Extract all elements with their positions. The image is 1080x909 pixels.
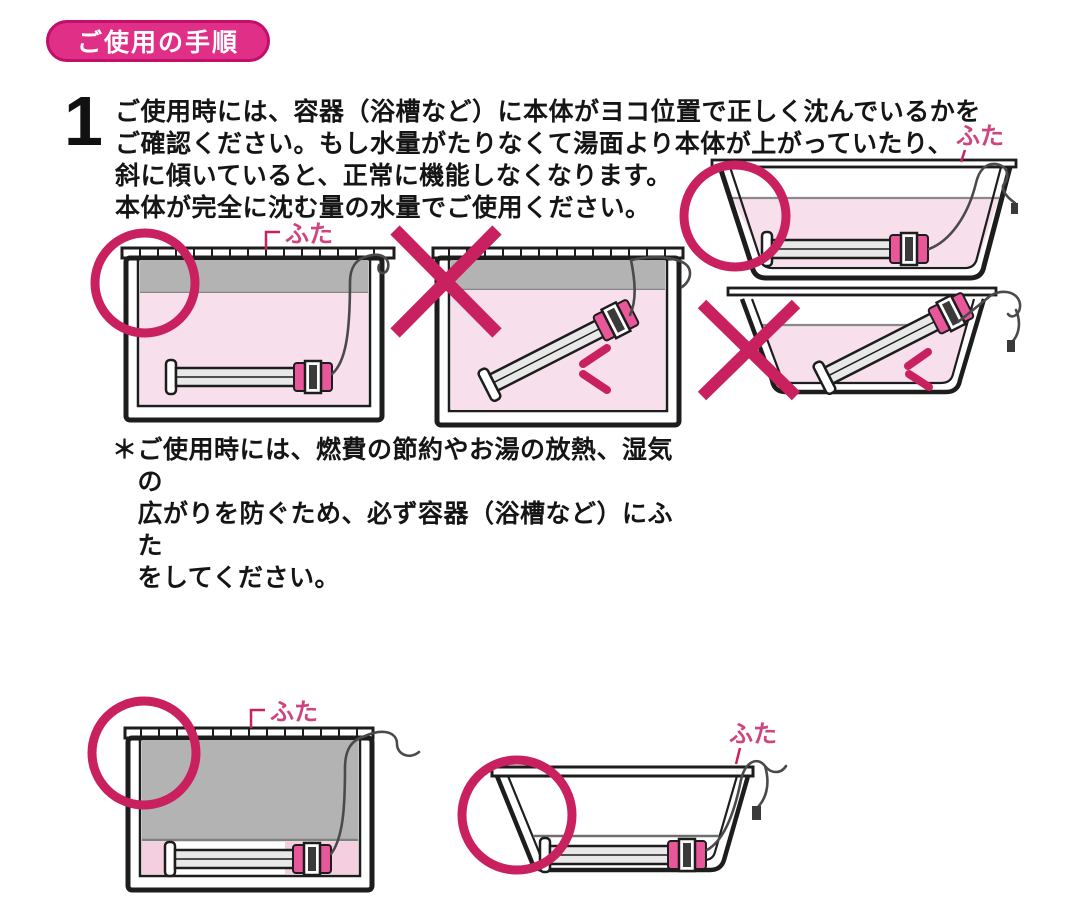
power-cord (330, 253, 390, 376)
heater-unit (163, 840, 332, 878)
instruction-line: 斜に傾いていると、正常に機能しなくなります。 (115, 162, 672, 190)
lid (710, 158, 1018, 169)
heater-unit-tilted (812, 292, 975, 396)
plug (1007, 340, 1015, 352)
lid (726, 286, 998, 297)
correct-circle-icon (679, 160, 791, 272)
vibration-marks-icon (579, 344, 611, 394)
diagram-bathtub-outline: ふた (457, 721, 788, 875)
power-cord (705, 759, 788, 852)
plug (1011, 203, 1018, 214)
heater-unit (760, 230, 929, 268)
power-cord (927, 162, 1017, 251)
diagram-wrong-bathtub (697, 286, 1022, 401)
incorrect-cross-icon (390, 225, 502, 338)
vibration-marks-icon (904, 348, 933, 391)
power-cord (329, 730, 421, 856)
heater-unit (164, 358, 333, 396)
lid-label-connector (734, 747, 742, 765)
instruction-line: ご使用時には、容器（浴槽など）に本体がヨコ位置で正しく沈んでいるかを (115, 98, 981, 126)
lid-label: ふた (270, 699, 318, 726)
power-cord (628, 255, 692, 317)
correct-circle-icon (90, 228, 200, 338)
instruction-line: ご確認ください。もし水量がたりなくて湯面より本体が上がっていたり、 (115, 130, 954, 158)
plug (752, 806, 761, 820)
diagram-wrong-box-tub (390, 225, 692, 428)
usage-note: ＊ ご使用時には、燃費の節約やお湯の放熱、湿気の 広がりを防ぐため、必ず容器（浴… (112, 434, 692, 594)
instruction-line: 本体が完全に沈む量の水量でご使用ください。 (115, 194, 651, 222)
step-instruction-text: ご使用時には、容器（浴槽など）に本体がヨコ位置で正しく沈んでいるかを ご確認くだ… (115, 96, 1015, 224)
air-gap (140, 260, 368, 293)
lid-label-connector (264, 230, 280, 250)
section-header-label: ご使用の手順 (76, 29, 239, 57)
section-header-badge: ご使用の手順 (46, 20, 270, 62)
heater-unit-tilted (477, 299, 640, 403)
lid-label-connector (249, 708, 265, 728)
lid-label: ふた (285, 221, 333, 248)
diagram-correct-bathtub: ふた (679, 123, 1018, 281)
step-number: 1 (64, 82, 103, 160)
note-line: 広がりを防ぐため、必ず容器（浴槽など）にふた (137, 500, 674, 560)
highlight-circle-icon (87, 696, 201, 810)
note-line: をしてください。 (137, 564, 341, 592)
rim (490, 765, 755, 778)
air-gap (451, 260, 665, 290)
lid-label: ふた (729, 721, 777, 748)
lid-label: ふた (956, 123, 1004, 150)
note-text: ご使用時には、燃費の節約やお湯の放熱、湿気の 広がりを防ぐため、必ず容器（浴槽な… (138, 434, 692, 594)
incorrect-cross-icon (697, 299, 801, 401)
highlight-circle-icon (457, 755, 577, 875)
note-line: ご使用時には、燃費の節約やお湯の放熱、湿気の (137, 436, 674, 496)
diagram-correct-box-tub: ふた (90, 221, 396, 423)
heater-unit (538, 836, 707, 874)
diagram-box-tub-low-water: ふた (87, 696, 421, 893)
tub-outline (434, 255, 682, 428)
lid-label-connector (959, 149, 967, 163)
note-marker: ＊ (112, 436, 138, 464)
